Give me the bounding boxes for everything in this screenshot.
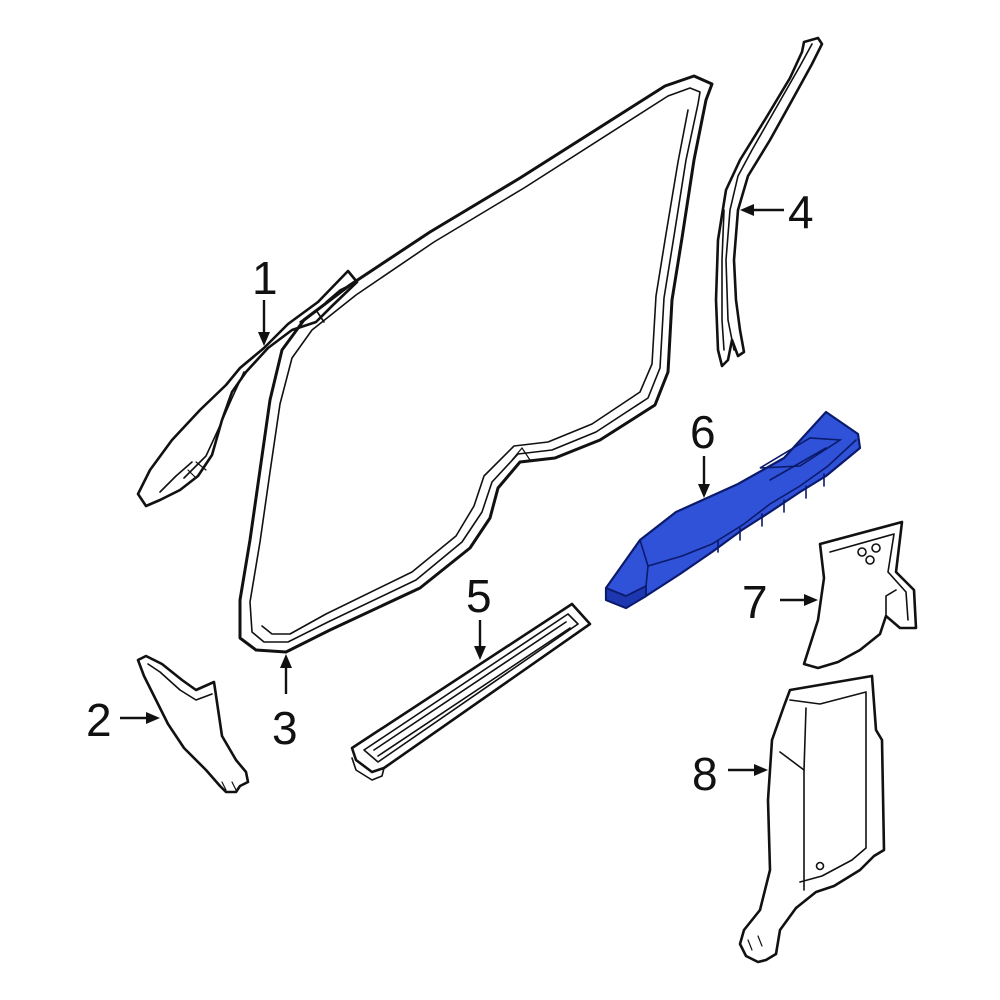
callout-8: 8 <box>692 748 718 800</box>
leader-arrow-3 <box>280 654 292 694</box>
part-8-lower-pillar-trim[interactable] <box>738 674 886 964</box>
callout-7: 7 <box>742 576 768 628</box>
leader-arrow-7 <box>780 594 818 606</box>
leader-arrow-1 <box>258 300 270 346</box>
part-4-frame-weatherstrip[interactable] <box>714 36 824 368</box>
callout-1: 1 <box>252 252 278 304</box>
part-3-door-weatherstrip[interactable] <box>238 74 714 654</box>
leader-arrow-6 <box>698 456 710 498</box>
leader-arrow-2 <box>120 712 160 724</box>
part-5-scuff-plate[interactable] <box>350 602 592 781</box>
part-6-sill-trim-highlighted[interactable] <box>604 410 862 610</box>
leader-arrow-8 <box>728 764 768 776</box>
callout-4: 4 <box>788 186 814 238</box>
callout-2: 2 <box>86 694 112 746</box>
leader-arrow-4 <box>740 204 784 216</box>
part-7-upper-pillar-trim[interactable] <box>802 520 918 670</box>
callout-3: 3 <box>272 702 298 754</box>
callout-6: 6 <box>690 406 716 458</box>
callout-5: 5 <box>466 570 492 622</box>
part-2-kick-panel[interactable] <box>136 654 250 794</box>
leader-arrow-5 <box>474 620 486 660</box>
